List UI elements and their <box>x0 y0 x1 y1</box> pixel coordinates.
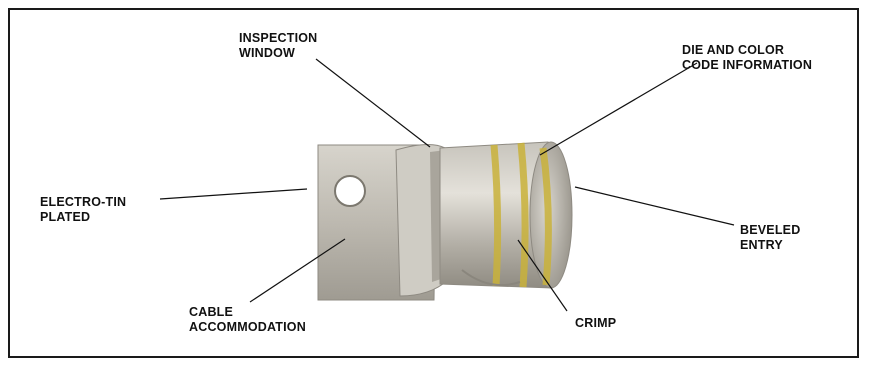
leader-inspection-window <box>316 59 430 147</box>
color-band-2 <box>521 143 525 287</box>
color-band-1 <box>494 145 498 286</box>
label-crimp: CRIMP <box>575 316 616 331</box>
label-die-color-code: DIE AND COLOR CODE INFORMATION <box>682 43 812 73</box>
leader-electro-tin <box>160 189 307 199</box>
label-cable-accommodation: CABLE ACCOMMODATION <box>189 305 306 335</box>
bolt-hole <box>335 176 365 206</box>
label-electro-tin-plated: ELECTRO-TIN PLATED <box>40 195 126 225</box>
leader-die-color-code <box>540 63 697 155</box>
lug-barrel <box>440 142 572 288</box>
label-beveled-entry: BEVELED ENTRY <box>740 223 800 253</box>
leader-beveled-entry <box>575 187 734 225</box>
label-inspection-window: INSPECTION WINDOW <box>239 31 317 61</box>
